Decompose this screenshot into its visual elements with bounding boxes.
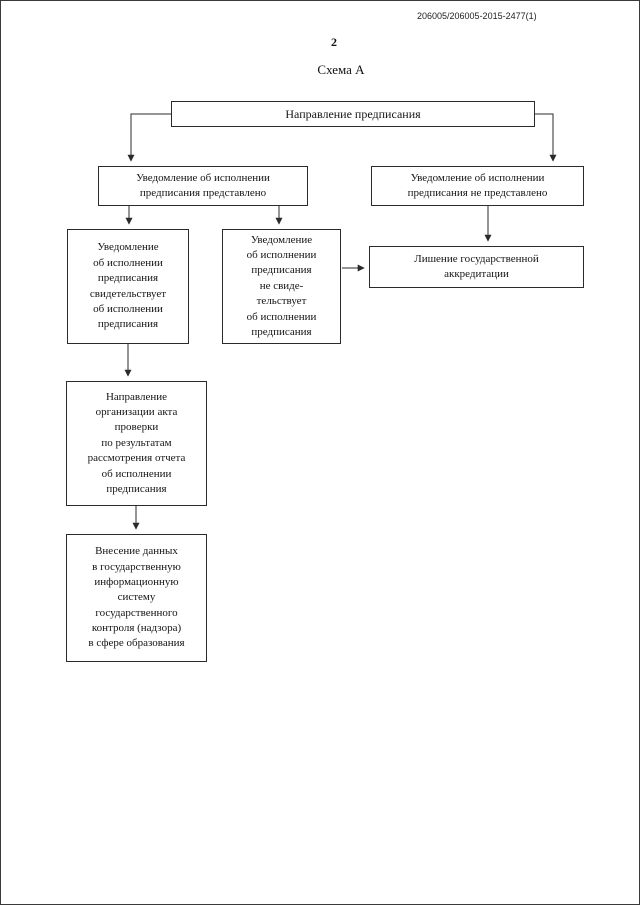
- node-notice-submitted: Уведомление об исполнении предписания пр…: [98, 166, 308, 206]
- node-notice-not-confirm-execution: Уведомление об исполнении предписания не…: [222, 229, 341, 344]
- document-number: 206005/206005-2015-2477(1): [417, 11, 537, 21]
- node-notice-not-submitted: Уведомление об исполнении предписания не…: [371, 166, 584, 206]
- node-act-direction: Направление организации акта проверки по…: [66, 381, 207, 506]
- node-direction-order: Направление предписания: [171, 101, 535, 127]
- connector-direction-to-submitted: [127, 113, 171, 162]
- node-notice-confirms-execution: Уведомление об исполнении предписания св…: [67, 229, 189, 344]
- scheme-title: Схема А: [317, 62, 365, 77]
- connector-direction-to-not-submitted: [535, 113, 557, 162]
- node-accreditation-deprivation: Лишение государственной аккредитации: [369, 246, 584, 288]
- node-data-entry: Внесение данных в государственную информ…: [66, 534, 207, 662]
- page-number: 2: [331, 35, 337, 49]
